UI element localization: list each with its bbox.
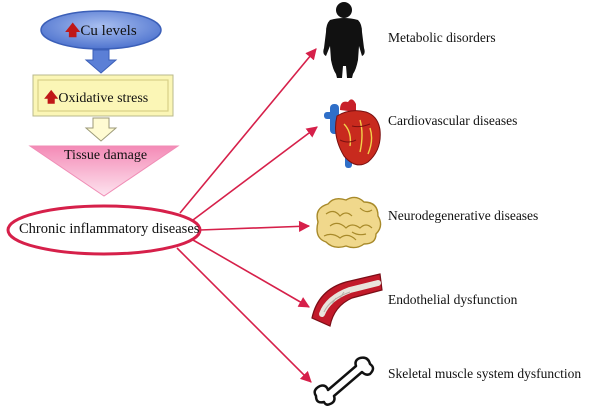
cardiovascular-diseases-label: Cardiovascular diseases xyxy=(388,113,518,128)
up-arrow-icon: 🡅 xyxy=(65,21,81,39)
brain-icon xyxy=(316,196,382,249)
cu-levels-ellipse xyxy=(40,10,162,50)
tissue-damage-label: Tissue damage xyxy=(64,148,148,163)
cu-levels-label: 🡅Cu levels xyxy=(65,20,137,45)
tissue-damage-triangle xyxy=(28,145,180,197)
arrow-to-metabolic xyxy=(179,48,317,214)
oxidative-stress-text: Oxidative stress xyxy=(58,91,149,106)
arrow-to-neuro xyxy=(199,220,311,232)
arrow-to-cardiovascular xyxy=(192,126,318,221)
neurodegenerative-diseases-label: Neurodegenerative diseases xyxy=(388,208,539,223)
metabolic-disorders-label: Metabolic disorders xyxy=(388,30,496,45)
yellow-down-arrow xyxy=(84,117,118,142)
chronic-inflammatory-label: Chronic inflammatory diseases xyxy=(19,221,200,237)
heart-icon xyxy=(324,99,381,168)
obese-person-icon xyxy=(323,2,365,78)
oxidative-stress-label: 🡅Oxidative stress xyxy=(44,87,148,111)
arrow-to-endothelial xyxy=(192,239,310,308)
oxidative-stress-box xyxy=(32,74,174,117)
skeletal-muscle-label: Skeletal muscle system dysfunction xyxy=(388,366,582,381)
up-arrow-icon: 🡅 xyxy=(44,90,59,106)
bone-icon xyxy=(313,356,375,406)
cu-levels-text: Cu levels xyxy=(80,23,137,39)
blue-down-arrow xyxy=(84,49,118,74)
blood-vessel-icon xyxy=(311,273,383,327)
arrow-to-skeletal xyxy=(176,247,312,383)
endothelial-dysfunction-label: Endothelial dysfunction xyxy=(388,292,518,307)
